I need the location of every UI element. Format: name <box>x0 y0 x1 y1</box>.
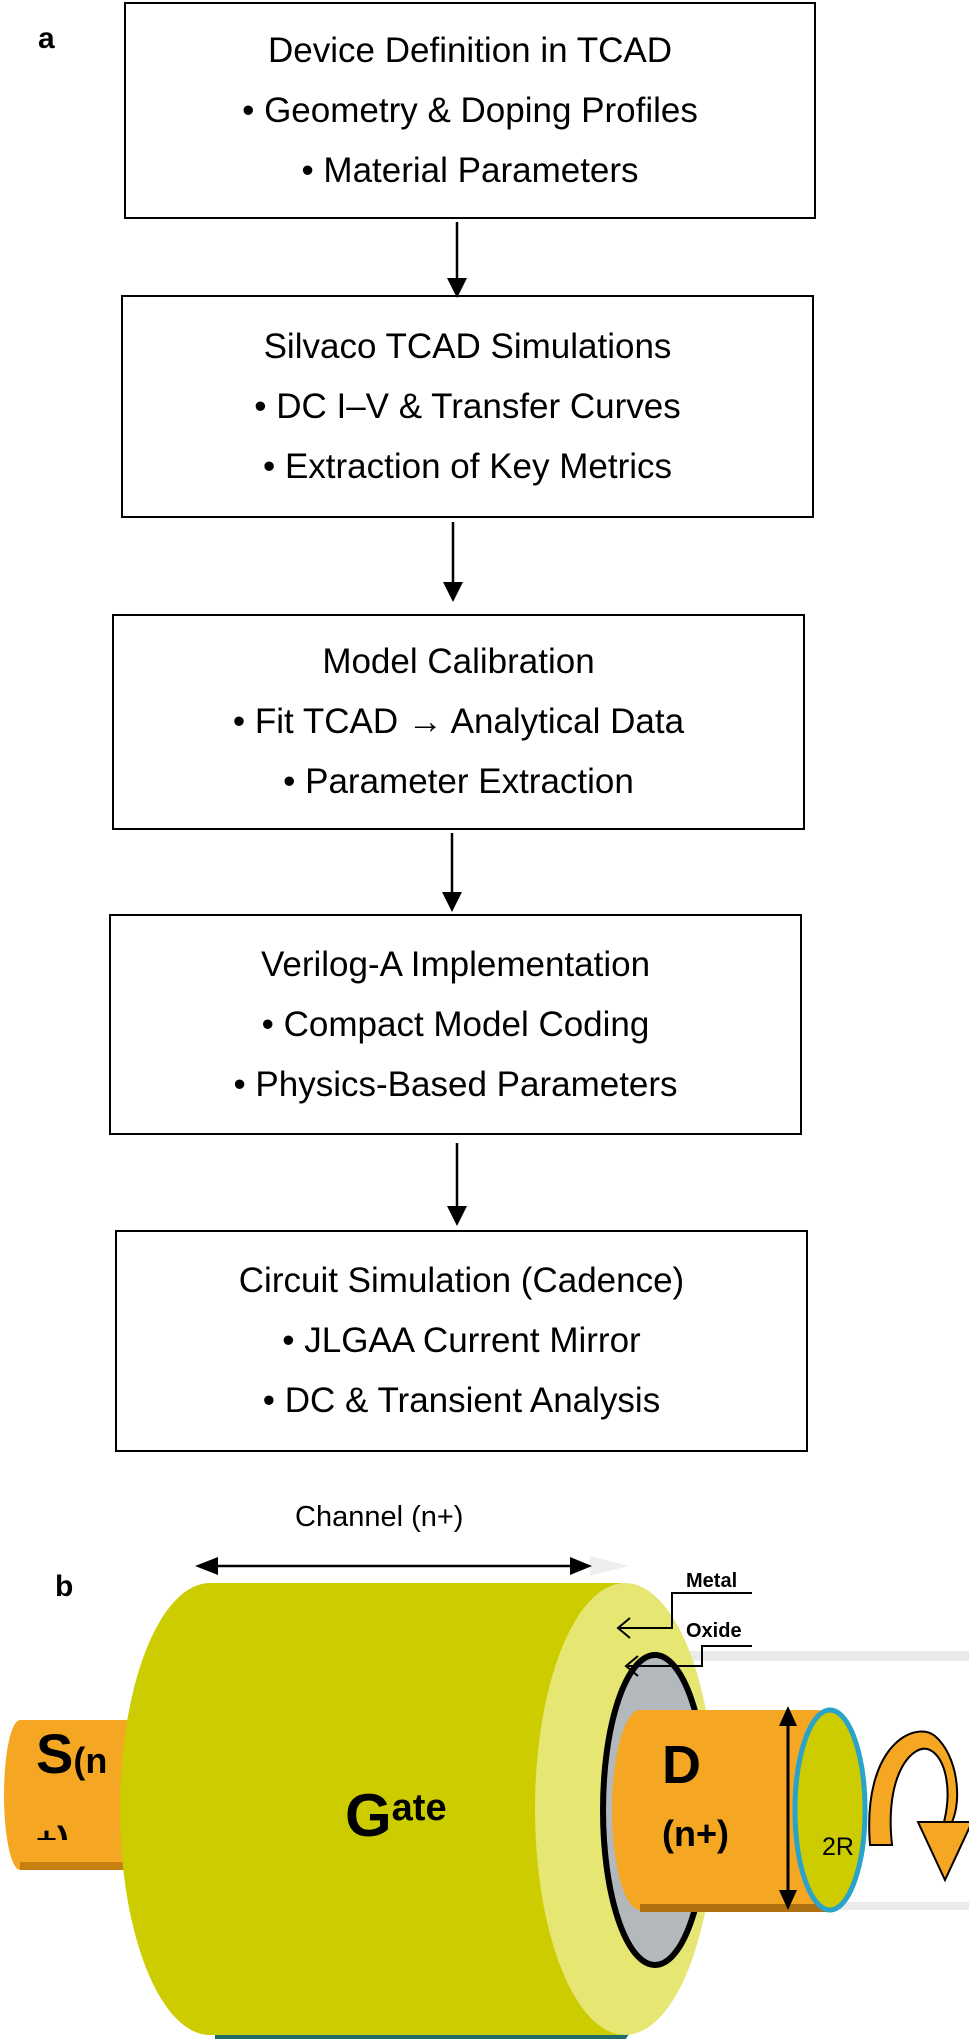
channel-label: Channel (n+) <box>295 1501 463 1533</box>
flow-box-title: Circuit Simulation (Cadence) <box>238 1261 685 1300</box>
flow-box-bullet: • Parameter Extraction <box>283 762 634 801</box>
drain-label: D <box>662 1735 701 1795</box>
channel-dimension-arrow <box>195 1557 592 1575</box>
channel-arrow-shadow <box>590 1556 628 1576</box>
flow-box-tcad-simulations: Silvaco TCAD Simulations • DC I–V & Tran… <box>121 295 814 518</box>
flow-box-title: Device Definition in TCAD <box>268 30 672 70</box>
rotation-arrow <box>868 1730 969 1883</box>
flow-box-device-definition: Device Definition in TCAD • Geometry & D… <box>124 2 816 219</box>
drain-contact <box>612 1707 868 1913</box>
oxide-leader <box>624 1645 752 1677</box>
oxide-label: Oxide <box>686 1620 742 1642</box>
flow-box-bullet: • DC I–V & Transfer Curves <box>254 386 681 426</box>
panel-b-label: b <box>55 1570 74 1603</box>
radius-label: 2R <box>822 1833 854 1861</box>
drain-end-face <box>792 1707 868 1913</box>
flow-box-bullet: • DC & Transient Analysis <box>262 1381 661 1420</box>
drain-shadow-top <box>680 1651 969 1661</box>
flow-box-bullet: • JLGAA Current Mirror <box>282 1321 641 1360</box>
flow-box-bullet: • Compact Model Coding <box>261 1004 650 1044</box>
flow-box-bullet: • Material Parameters <box>301 150 639 190</box>
flow-box-bullet: • Extraction of Key Metrics <box>262 446 673 486</box>
gate-cylinder <box>120 1583 715 2039</box>
source-label-cut: +) <box>36 1819 69 1860</box>
source-label: S(n <box>36 1722 107 1785</box>
gate-label: Gate <box>345 1782 447 1849</box>
flow-box-circuit-simulation: Circuit Simulation (Cadence) • JLGAA Cur… <box>115 1230 808 1452</box>
flow-box-title: Silvaco TCAD Simulations <box>263 326 672 366</box>
flow-box-title: Model Calibration <box>322 642 595 681</box>
flow-box-model-calibration: Model Calibration • Fit TCAD → Analytica… <box>112 614 805 830</box>
flow-box-bullet: • Fit TCAD → Analytical Data <box>232 702 685 741</box>
diameter-arrow <box>779 1706 797 1910</box>
flow-box-title: Verilog-A Implementation <box>260 944 651 984</box>
flow-box-bullet: • Physics-Based Parameters <box>233 1064 678 1104</box>
metal-leader <box>616 1592 752 1639</box>
metal-label: Metal <box>686 1570 737 1592</box>
flow-box-bullet: • Geometry & Doping Profiles <box>242 90 698 130</box>
flow-box-verilog-a: Verilog-A Implementation • Compact Model… <box>109 914 802 1135</box>
flow-arrows <box>442 222 467 1226</box>
drain-sublabel: (n+) <box>662 1813 729 1854</box>
drain-shadow-bottom <box>840 1902 969 1910</box>
panel-a-label: a <box>38 22 55 55</box>
